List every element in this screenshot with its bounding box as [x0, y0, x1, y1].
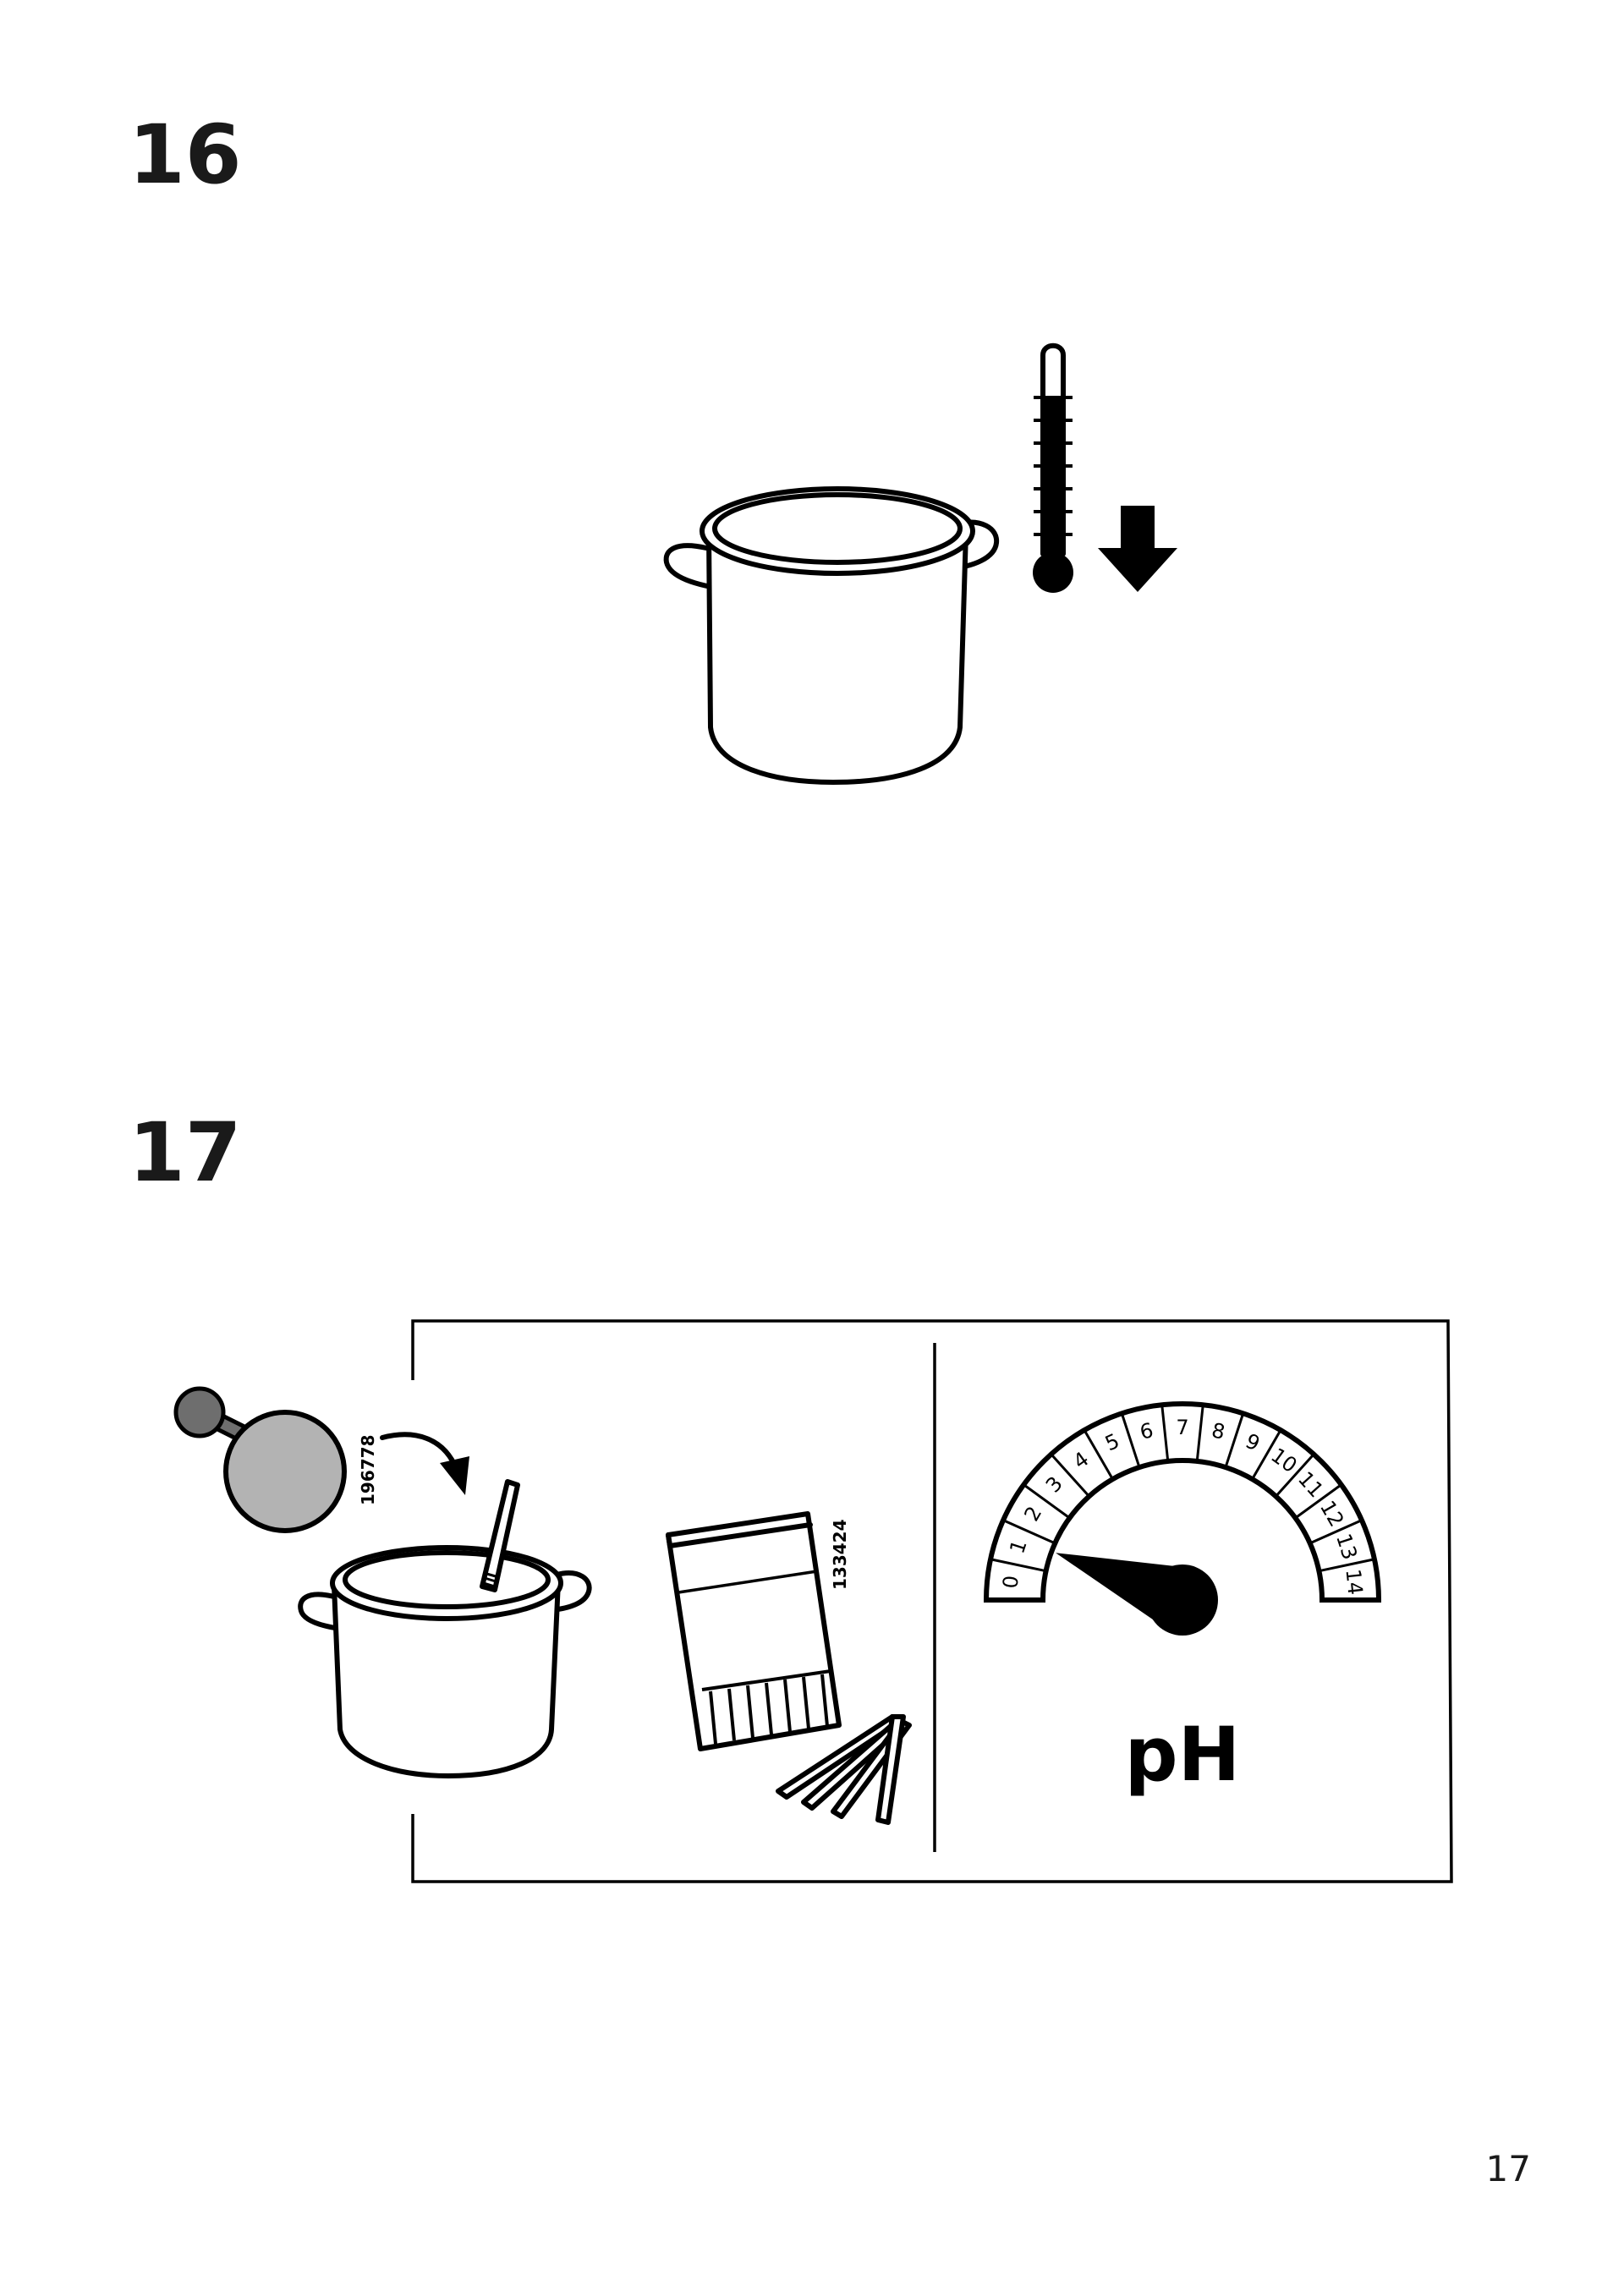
gauge-tick: [1160, 1405, 1170, 1462]
arrow-down-icon: [1098, 506, 1177, 592]
gauge-tick: [1319, 1558, 1375, 1573]
gauge-tick: [1120, 1412, 1141, 1468]
gauge-scale-label: 0: [998, 1575, 1023, 1590]
gauge-tick: [1275, 1453, 1315, 1498]
page-number: 17: [1485, 2148, 1531, 2189]
gauge-tick: [1050, 1453, 1090, 1498]
gauge-tick: [1309, 1519, 1363, 1545]
step-number-16: 16: [129, 107, 242, 202]
pot-with-strip-icon: [298, 1479, 592, 1778]
gauge-hub: [1147, 1564, 1218, 1636]
kit-code-label: 133424: [830, 1520, 850, 1591]
gauge-tick: [1224, 1412, 1245, 1468]
gauge-tick: [1195, 1405, 1204, 1462]
ph-label: pH: [1125, 1711, 1241, 1798]
instruction-frame: [411, 1319, 1453, 1883]
test-strip-pack-icon: [666, 1511, 912, 1825]
test-strip-icon: [480, 1479, 520, 1592]
gauge-tick: [1251, 1429, 1282, 1480]
gauge-scale-label: 6: [1138, 1418, 1155, 1444]
thermometer-icon: [1033, 342, 1073, 593]
gauge-scale-label: 8: [1210, 1418, 1227, 1444]
gauge-scale-label: 7: [1176, 1416, 1188, 1439]
tool-code-label: 196778: [358, 1435, 378, 1506]
curved-arrow-head: [440, 1456, 469, 1495]
gauge-tick: [990, 1558, 1046, 1573]
gauge-scale-label: 14: [1341, 1568, 1367, 1596]
gauge-band: [983, 1401, 1382, 1603]
pot-icon: [663, 486, 1000, 785]
gauge-tick: [1294, 1483, 1342, 1520]
gauge-tick: [1083, 1429, 1114, 1480]
sponge-tool-icon: [173, 1386, 347, 1533]
step-number-17: 17: [129, 1105, 242, 1200]
gauge-tick: [1002, 1519, 1056, 1545]
loose-strips: [776, 1714, 912, 1825]
gauge-tick: [1023, 1483, 1071, 1520]
